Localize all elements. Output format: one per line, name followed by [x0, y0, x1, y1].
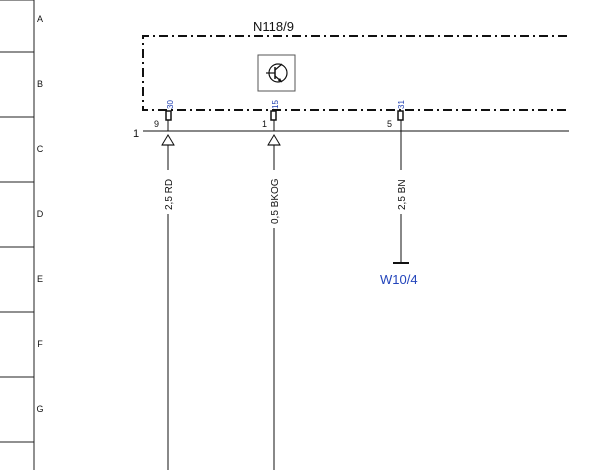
transistor-icon-arrow — [278, 78, 282, 82]
component-boundary: N118/9 — [142, 19, 569, 111]
pin-contact — [397, 110, 404, 121]
row-label-e: E — [37, 274, 43, 284]
connector-arrow-icon — [161, 134, 175, 146]
transistor-icon-frame — [257, 54, 296, 92]
wire-label: 2,5 RD — [164, 179, 175, 210]
row-label-d: D — [37, 209, 44, 219]
pin-31: 5 31 2,5 BN W10/4 — [380, 100, 418, 287]
row-ruler: A B C D E F G — [0, 0, 44, 470]
component-label: N118/9 — [253, 19, 294, 34]
connector-label: 1 — [133, 128, 139, 140]
row-label-f: F — [37, 339, 43, 349]
connector-bus: 1 — [133, 128, 569, 140]
row-label-b: B — [37, 79, 43, 89]
component-boundary-line — [142, 35, 569, 111]
transistor-icon-collector — [274, 63, 283, 71]
pin-number: 9 — [154, 119, 159, 129]
pin-number: 5 — [387, 119, 392, 129]
ground-label: W10/4 — [380, 272, 418, 287]
connector-arrow-icon — [267, 134, 281, 146]
row-label-g: G — [36, 404, 43, 414]
pin-contact — [165, 110, 172, 121]
terminal-number: 30 — [166, 100, 175, 109]
terminal-number: 15 — [271, 100, 280, 109]
terminal-number: 31 — [397, 100, 406, 109]
row-label-c: C — [37, 144, 44, 154]
transistor-icon — [257, 54, 296, 92]
pin-number: 1 — [262, 119, 267, 129]
pin-contact — [270, 110, 277, 121]
wire-label: 0,5 BKOG — [270, 178, 281, 224]
wire-label: 2,5 BN — [397, 179, 408, 210]
pin-15: 1 15 0,5 BKOG — [262, 100, 281, 470]
pin-30: 9 30 2,5 RD — [154, 100, 175, 470]
row-label-a: A — [37, 14, 43, 24]
